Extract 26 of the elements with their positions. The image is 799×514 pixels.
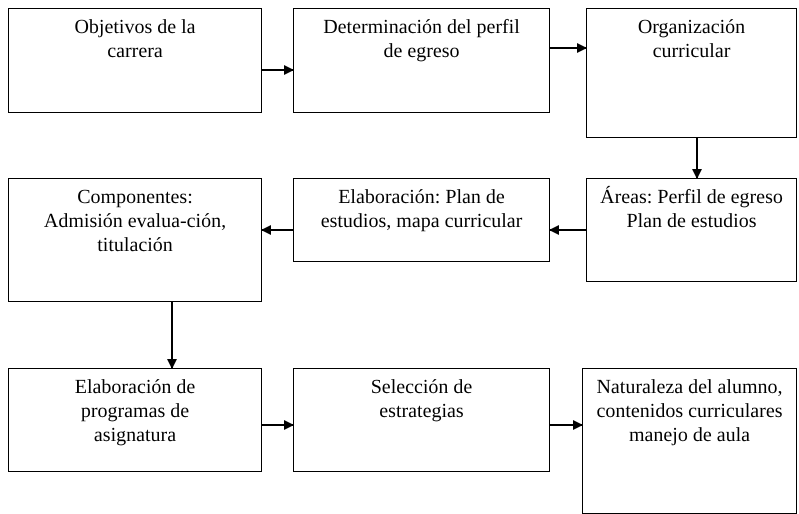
box-text: Naturaleza del alumno, contenidos curriculares manejo de aula (595, 375, 784, 447)
arrow (692, 138, 702, 179)
arrow (167, 302, 177, 369)
process-box (293, 368, 550, 472)
box-text: Áreas: Perfil de egreso Plan de estudios (599, 185, 784, 233)
arrow (262, 420, 294, 430)
box-text: Organización curricular (636, 15, 746, 63)
process-box (586, 8, 797, 138)
arrow (262, 65, 294, 75)
process-box (582, 368, 797, 514)
arrow (261, 225, 293, 235)
process-box (8, 368, 262, 472)
box-text: Elaboración: Plan de estudios, mapa curricular (320, 185, 524, 233)
box-text: Determinación del perfil de egreso (322, 15, 521, 63)
process-box (293, 8, 550, 113)
box-text: Selección de estrategias (370, 375, 474, 423)
arrow (549, 225, 586, 235)
arrow (550, 43, 587, 53)
arrow (550, 420, 583, 430)
box-text: Elaboración de programas de asignatura (74, 375, 196, 447)
box-text: Objetivos de la carrera (73, 15, 197, 63)
process-box (8, 8, 262, 113)
process-box (586, 178, 797, 282)
process-box (8, 178, 262, 302)
box-text: Componentes: Admisión evalua-ción, titulación (42, 185, 228, 257)
process-box (293, 178, 550, 262)
